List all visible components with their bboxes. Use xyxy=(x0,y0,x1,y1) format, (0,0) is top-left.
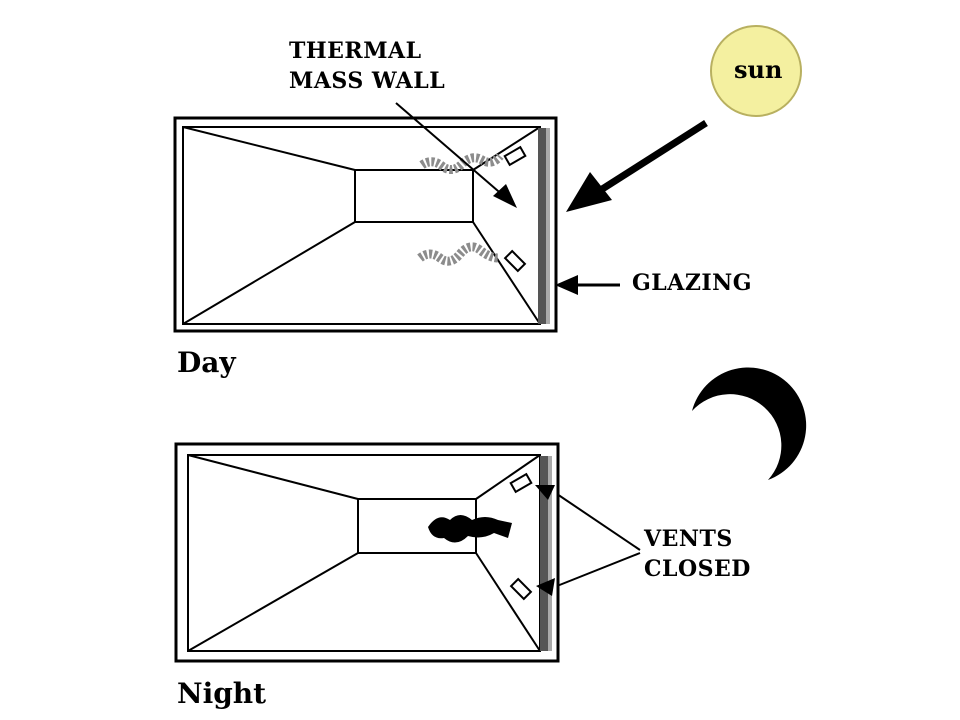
night-perspective-line xyxy=(187,454,359,500)
thermal-mass-arrowhead xyxy=(493,184,517,208)
thermal-label-line2: MASS WALL xyxy=(289,68,445,94)
glazing-arrow xyxy=(555,275,620,295)
day-perspective-line xyxy=(182,126,356,171)
day-heat-wave-lower xyxy=(417,242,499,266)
night-perspective-line xyxy=(475,552,541,652)
day-outer-frame xyxy=(173,116,558,333)
night-perspective-line xyxy=(475,454,541,500)
night-radiant-heat xyxy=(428,515,512,543)
vents-label-line1: VENTS xyxy=(643,526,733,552)
vents-closed-pointers xyxy=(556,493,641,587)
vents-label-line2: CLOSED xyxy=(644,556,751,582)
sun-label: sun xyxy=(734,55,782,84)
day-thermal-mass-wall xyxy=(538,128,546,324)
thermal-label-line1: THERMAL xyxy=(289,38,422,64)
night-upper-vent-closed-marker xyxy=(535,485,555,500)
night-outer-frame xyxy=(174,442,560,663)
night-panel xyxy=(174,442,560,663)
day-label: Day xyxy=(177,346,236,379)
sun-icon: sun xyxy=(710,25,802,117)
day-upper-vent xyxy=(503,145,527,167)
day-lower-vent xyxy=(503,249,527,273)
moon-icon xyxy=(692,367,807,480)
thermal-mass-pointer xyxy=(395,102,506,198)
night-thermal-mass-wall xyxy=(540,456,548,651)
night-upper-vent xyxy=(509,472,533,494)
night-lower-vent-closed-marker xyxy=(536,578,555,596)
night-lower-vent xyxy=(509,577,533,601)
sun-ray-arrow xyxy=(566,120,708,212)
night-perspective-line xyxy=(187,552,359,652)
day-glazing xyxy=(546,128,550,324)
day-back-wall xyxy=(354,169,474,223)
day-perspective-line xyxy=(472,126,541,171)
day-heat-wave-upper xyxy=(419,153,504,174)
day-perspective-line xyxy=(472,221,541,325)
day-panel xyxy=(173,102,558,333)
day-room-outline xyxy=(182,126,541,325)
night-label: Night xyxy=(177,677,266,710)
day-perspective-line xyxy=(182,221,356,325)
night-glazing xyxy=(548,456,552,651)
glazing-label: GLAZING xyxy=(632,270,752,296)
